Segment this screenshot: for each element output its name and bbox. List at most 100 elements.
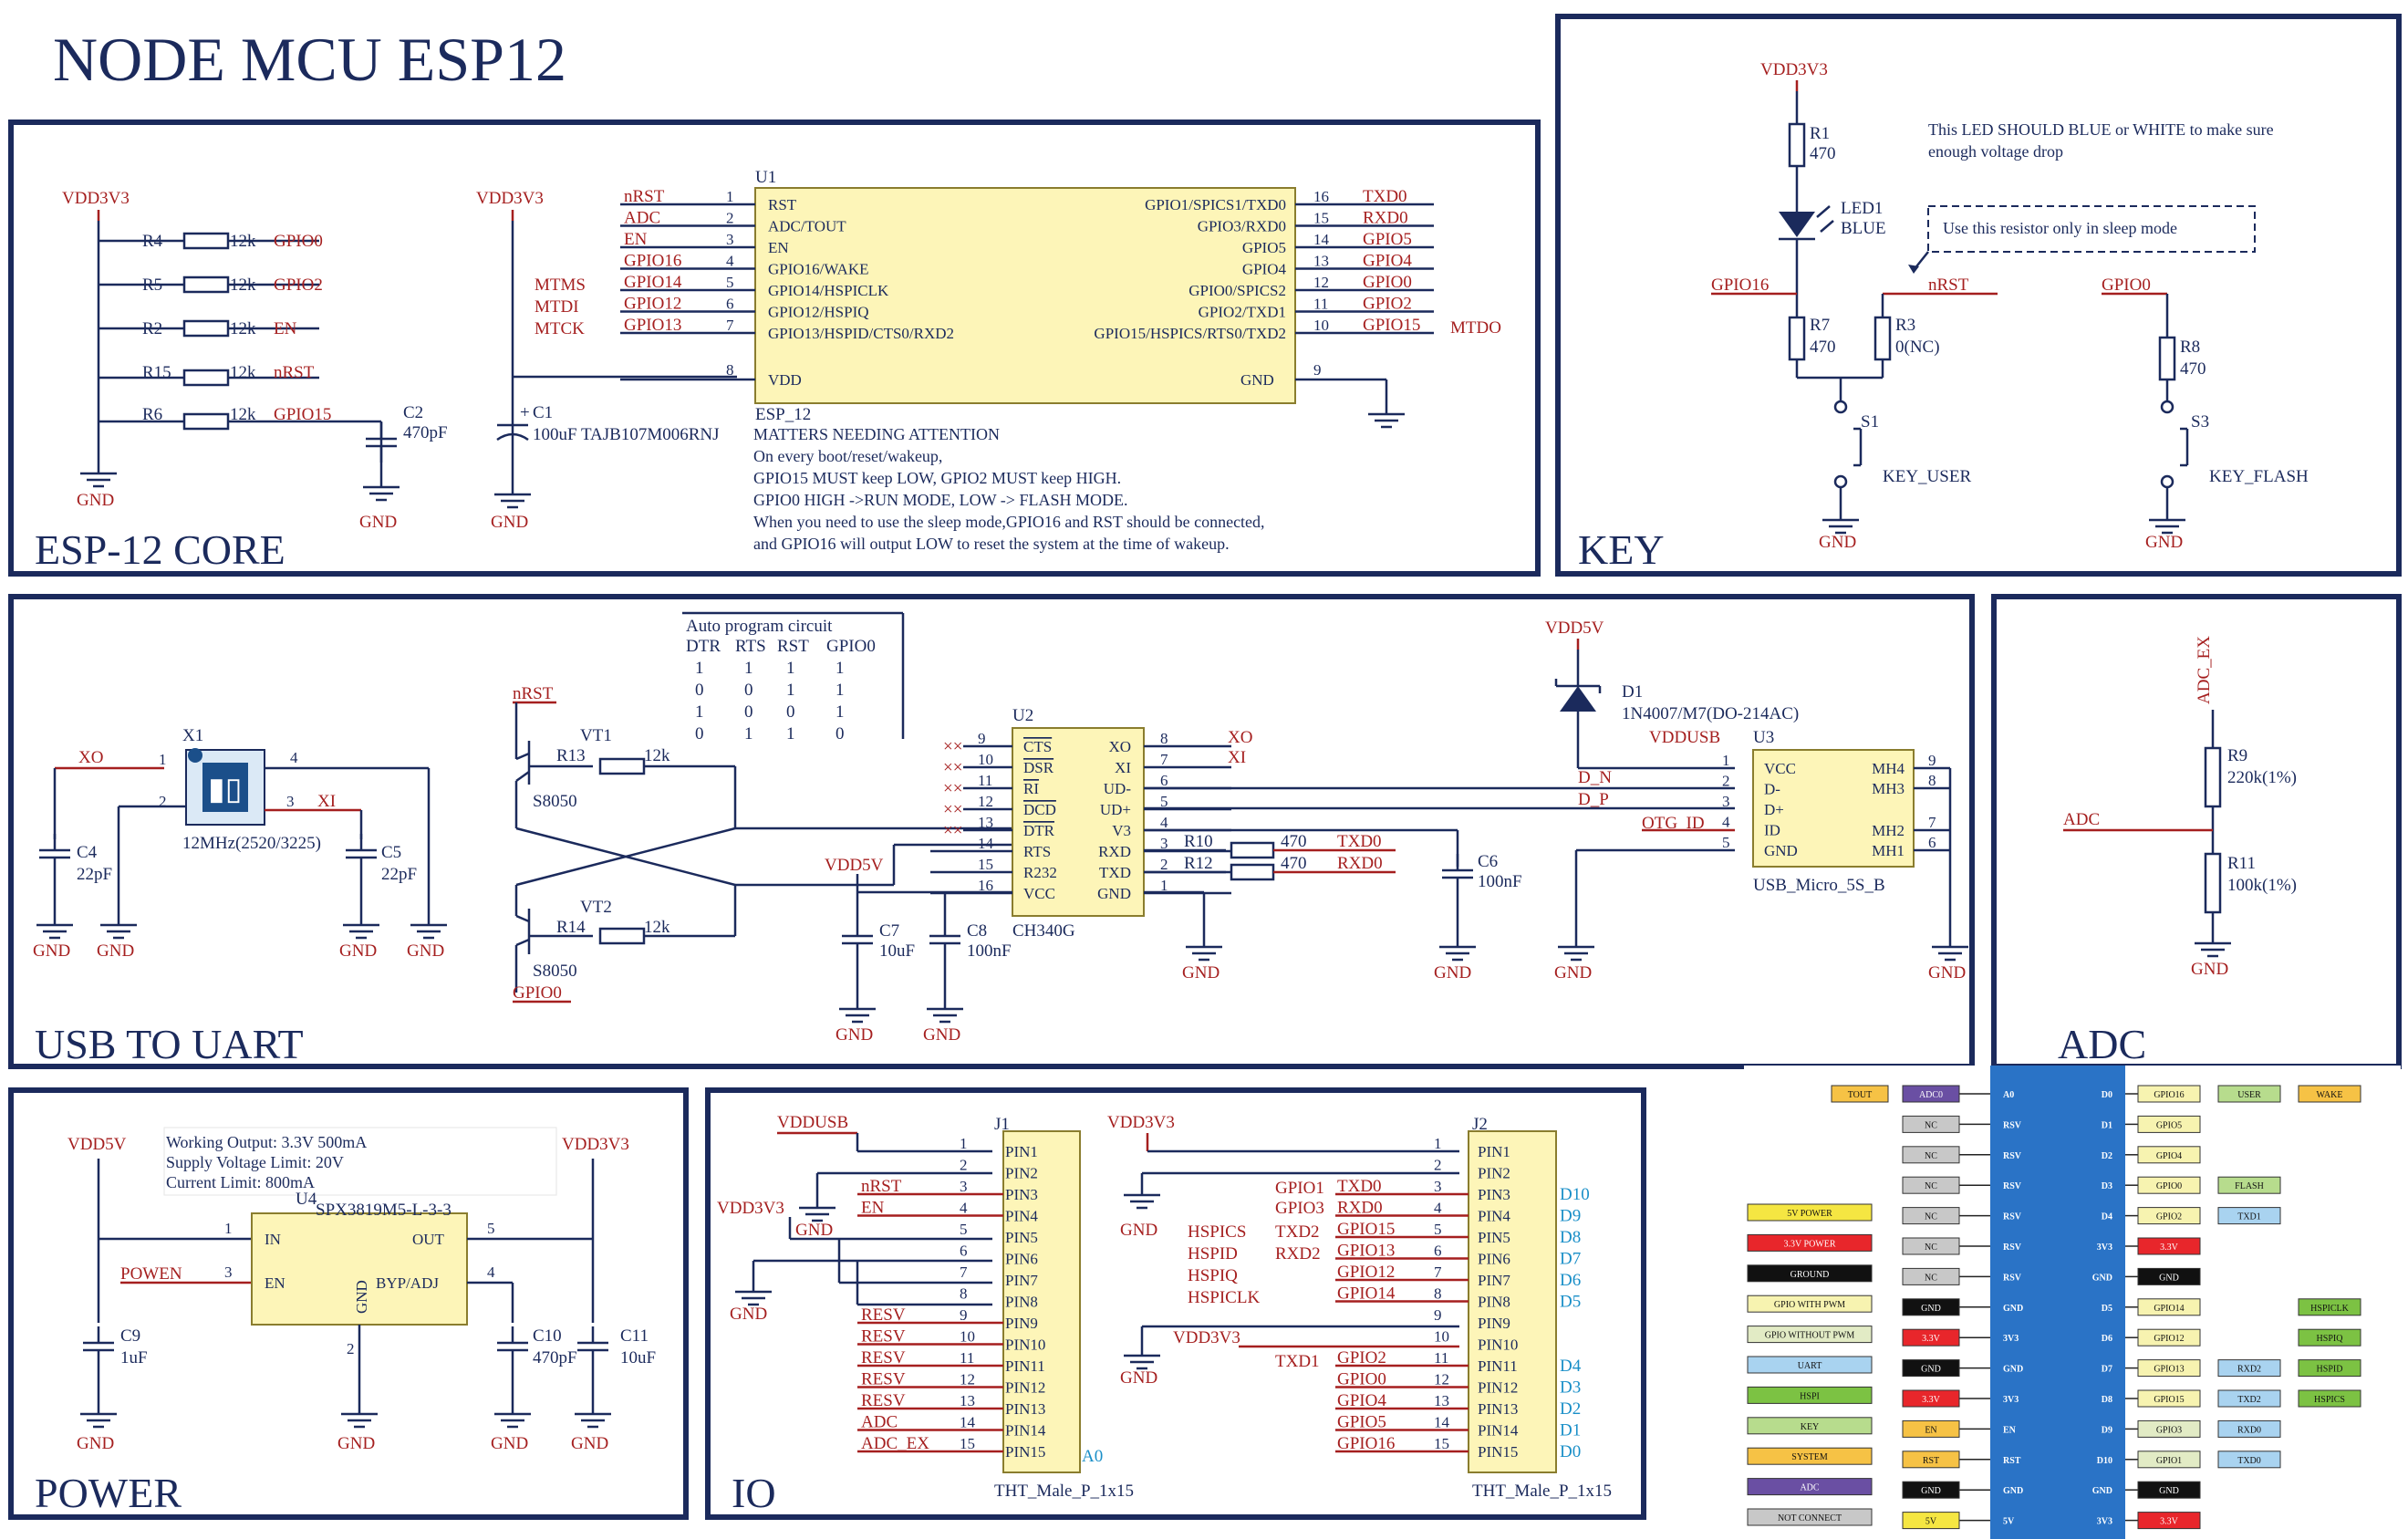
u3-left-pin: ID	[1764, 822, 1780, 839]
u1-right-net: RXD0	[1363, 209, 1408, 228]
pinout-right-tag	[2137, 1359, 2201, 1378]
c10-ref: C10	[533, 1326, 562, 1346]
j2-pin-num: 12	[1434, 1371, 1449, 1388]
u4-gnd-num: 2	[347, 1340, 355, 1357]
j1-pin-net: RESV	[861, 1305, 906, 1325]
j1-pin-net: EN	[861, 1199, 885, 1218]
j2-d-label: D0	[1560, 1442, 1581, 1461]
j1-pin-label: PIN10	[1005, 1336, 1045, 1354]
j1-pin-label: PIN8	[1005, 1294, 1038, 1311]
u1-right-num: 14	[1313, 231, 1330, 248]
pinout-legend-item-text: GPIO WITHOUT PWM	[1765, 1331, 1855, 1341]
u1-right-num: 10	[1313, 317, 1329, 334]
u4-in-pin: IN	[265, 1231, 281, 1248]
c7-ref: C7	[879, 921, 899, 941]
j1-pin-label: PIN13	[1005, 1400, 1045, 1418]
u2-right-num: 7	[1160, 751, 1168, 768]
r7-ref: R7	[1810, 316, 1830, 335]
vt2-type: S8050	[533, 962, 577, 981]
usb-connector: VDD5V D1 1N4007/M7(DO-214AC) VDDUSB D_N …	[1545, 619, 1970, 983]
j2-d-label: D9	[1560, 1207, 1581, 1226]
jtag-mtdo: MTDO	[1450, 318, 1501, 338]
gnd-label: GND	[836, 1025, 873, 1045]
pinout-left-pin: RSV	[2003, 1243, 2022, 1253]
table-cell: 0	[836, 724, 845, 744]
pinout-left-tag-text: NC	[1925, 1181, 1937, 1191]
r8-ref: R8	[2180, 338, 2200, 357]
section-adc-label: ADC	[2058, 1021, 2146, 1067]
j1-pin-num: 4	[960, 1200, 968, 1217]
j2-pin-label: PIN1	[1478, 1143, 1510, 1160]
c1-plus: +	[520, 403, 530, 422]
u2-right-pin: TXD	[1099, 864, 1131, 881]
pinout-left-tag-text: RST	[1923, 1456, 1939, 1466]
gnd-label: GND	[33, 941, 70, 961]
c9-ref: C9	[120, 1326, 140, 1346]
u2-nc-marker: ××	[943, 800, 962, 819]
c6-ref: C6	[1478, 852, 1498, 871]
pinout-legend-item	[1747, 1447, 1873, 1465]
u1-right-pin: GPIO3/RXD0	[1198, 218, 1286, 235]
core-pullups: VDD3V3 R4 12k GPIO0 R5 12k GPIO2 R2 12k …	[62, 189, 448, 532]
vdd3v3-label: VDD3V3	[1760, 60, 1828, 79]
d1-ref: D1	[1622, 682, 1643, 702]
j1-pin-label: PIN7	[1005, 1272, 1038, 1289]
pinout-right-tag-text: RXD0	[2237, 1425, 2261, 1435]
u3-left-num: 4	[1722, 814, 1730, 831]
u2-right-pin: RXD	[1098, 843, 1131, 860]
c5-ref: C5	[381, 843, 401, 862]
u1-right-pin: GPIO15/HSPICS/RTS0/TXD2	[1094, 325, 1286, 342]
pinout-left-tag	[1902, 1359, 1960, 1378]
pinout-right-tag	[2137, 1146, 2201, 1164]
j2-pin-net: RXD0	[1337, 1199, 1383, 1218]
r2-net: EN	[274, 319, 297, 338]
pinout-right-tag-text: TXD0	[2237, 1456, 2261, 1466]
j1-pin-num: 8	[960, 1285, 968, 1303]
r15-value: 12k	[230, 363, 256, 382]
xi-net: XI	[317, 792, 336, 811]
pinout-right-tag	[2137, 1389, 2201, 1408]
u2-right-pin: UD-	[1104, 780, 1132, 797]
gnd-label: GND	[1120, 1368, 1157, 1388]
r5-net: GPIO2	[274, 276, 323, 295]
r6-value: 12k	[230, 405, 256, 424]
j2-pin-net: TXD0	[1337, 1177, 1382, 1196]
pinout-legend-item-text: NOT CONNECT	[1778, 1513, 1842, 1523]
pinout-right-tag	[2137, 1512, 2201, 1530]
pinout-right-tag	[2137, 1176, 2201, 1194]
vdd5v-label: VDD5V	[67, 1135, 127, 1154]
j2-hspiq: HSPIQ	[1188, 1266, 1238, 1285]
panel-core	[8, 120, 1541, 577]
j2-pin-num: 10	[1434, 1328, 1449, 1346]
r9-value: 220k(1%)	[2227, 768, 2297, 787]
pinout-right-tag	[2217, 1451, 2281, 1469]
u3-ref: U3	[1753, 728, 1774, 747]
u3-left-num: 5	[1722, 834, 1730, 851]
note-line-5: and GPIO16 will output LOW to reset the …	[753, 535, 1230, 553]
pinout-right-tag-text: HSPID	[2317, 1365, 2343, 1375]
pinout-left-tag	[1902, 1512, 1960, 1530]
pinout-right-tag	[2137, 1237, 2201, 1255]
u1-left-pin: EN	[768, 239, 789, 256]
u2-right-num: 1	[1160, 877, 1168, 894]
r1-value: 470	[1810, 144, 1836, 163]
table-cell: 0	[744, 681, 753, 700]
u3-right-pin: MH3	[1872, 780, 1905, 797]
pinout-legend-item	[1747, 1417, 1873, 1435]
u3-right-pin: MH1	[1872, 842, 1905, 859]
pinout-right-pin: D9	[2102, 1425, 2112, 1435]
j1-name: THT_Male_P_1x15	[994, 1482, 1134, 1501]
table-head-cell: RST	[777, 637, 809, 656]
pinout-right-tag	[2298, 1359, 2361, 1378]
pinout-left-tag	[1902, 1267, 1960, 1285]
pinout-right-tag-text: GPIO2	[2156, 1212, 2182, 1222]
pinout-legend-item	[1747, 1508, 1873, 1526]
table-cell: 1	[744, 724, 753, 744]
pinout-right-tag	[2137, 1328, 2201, 1347]
pinout-left-pin: RSV	[2003, 1120, 2022, 1130]
j2-pin-label: PIN11	[1478, 1357, 1518, 1375]
r4-value: 12k	[230, 232, 256, 251]
u1-left-net: GPIO13	[624, 316, 681, 335]
u1-gnd-pin: GND	[1240, 371, 1274, 389]
